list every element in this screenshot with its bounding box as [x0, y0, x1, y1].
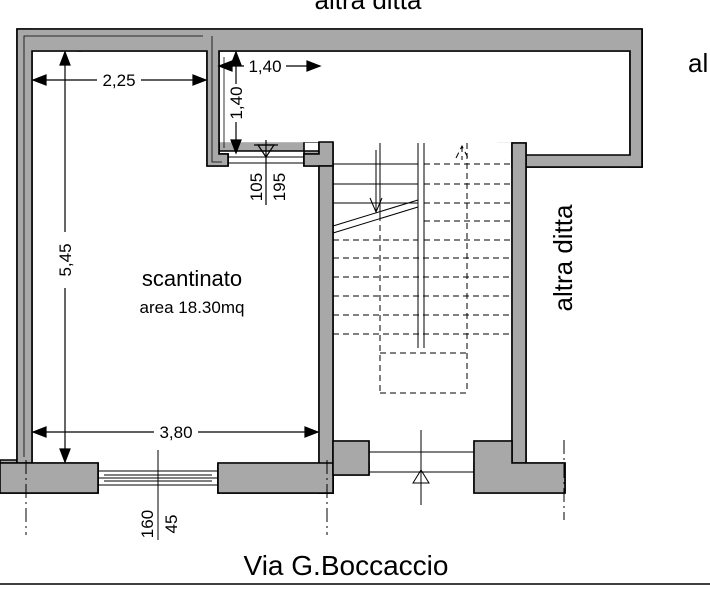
dim-top-width: 2,25 [102, 71, 135, 90]
room-area: area 18.30mq [140, 298, 245, 317]
room-name: scantinato [142, 266, 242, 291]
door-marker [254, 140, 278, 205]
street-label: Via G.Boccaccio [244, 550, 449, 581]
window-height: 160 [138, 510, 157, 538]
stair-dashed [333, 143, 512, 394]
dim-knockouts [55, 56, 286, 442]
door-jamb [303, 141, 334, 167]
walls-final [0, 28, 643, 494]
dim-niche-width: 1,40 [248, 57, 281, 76]
stair-jamb-l [332, 440, 370, 476]
top-neighbor-label: altra ditta [315, 0, 422, 15]
finish-lines [23, 35, 225, 457]
door-sill: 105 [247, 173, 266, 201]
section-lines [25, 440, 565, 535]
base-mid [217, 462, 334, 494]
dim-room-width: 3,80 [159, 423, 192, 442]
staircase [332, 143, 425, 348]
partition-wall [318, 165, 334, 494]
base-left [0, 462, 99, 494]
right-neighbor-label: altra ditta [548, 204, 578, 311]
dim-niche-depth: 1,40 [227, 86, 246, 119]
stair-right [511, 142, 527, 464]
corner-cut-label: al [688, 48, 708, 78]
dim-room-height: 5,45 [56, 243, 75, 276]
door-height: 195 [270, 173, 289, 201]
window-sill: 45 [162, 515, 181, 534]
stair-jamb-r [473, 440, 566, 494]
stair-entrance [369, 430, 474, 505]
